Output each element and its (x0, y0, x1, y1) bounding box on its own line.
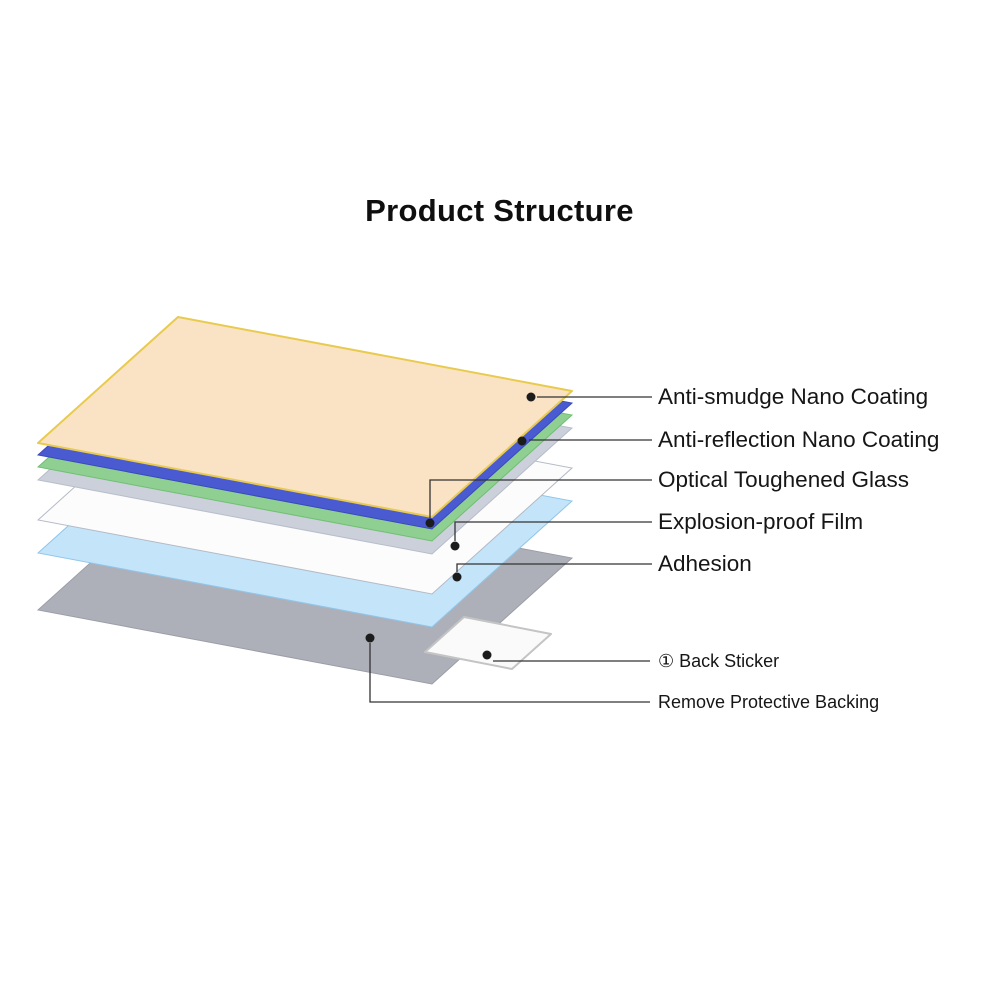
label-remove-backing: Remove Protective Backing (658, 692, 880, 712)
layer-anti-smudge-coating (37, 316, 573, 518)
dot-adhesion (452, 572, 462, 582)
page-title: Product Structure (365, 193, 634, 228)
leader-line-optical-glass (429, 479, 652, 518)
label-adhesion: Adhesion (658, 551, 752, 576)
leader-line-remove-backing (369, 643, 650, 703)
dot-back-sticker (482, 650, 492, 660)
dot-remove-backing (365, 633, 375, 643)
dot-explosion-film (450, 541, 460, 551)
leader-line-adhesion (456, 563, 652, 572)
label-anti-reflection: Anti-reflection Nano Coating (658, 427, 940, 452)
label-back-sticker: ① Back Sticker (658, 651, 780, 671)
label-optical-glass: Optical Toughened Glass (658, 467, 909, 492)
leader-line-explosion-film (454, 521, 652, 541)
dot-anti-reflection (517, 436, 527, 446)
label-anti-smudge: Anti-smudge Nano Coating (658, 384, 929, 409)
label-explosion-film: Explosion-proof Film (658, 509, 864, 534)
dot-optical-glass (425, 518, 435, 528)
dot-anti-smudge (526, 392, 536, 402)
back-sticker-tab (424, 616, 552, 670)
